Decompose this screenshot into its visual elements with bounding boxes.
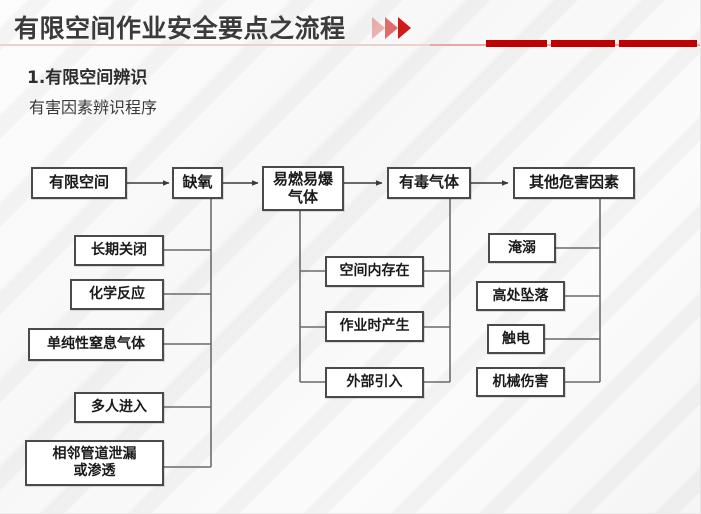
node-chemical-reaction[interactable]: 化学反应 bbox=[70, 279, 164, 310]
header-accent-bar-3 bbox=[619, 40, 697, 47]
node-multiple-people-entry[interactable]: 多人进入 bbox=[74, 392, 164, 423]
node-toxic-gas[interactable]: 有毒气体 bbox=[387, 167, 471, 199]
node-generated-during-work[interactable]: 作业时产生 bbox=[325, 311, 424, 342]
node-external-introduction[interactable]: 外部引入 bbox=[325, 367, 424, 398]
triple-chevron-right-icon bbox=[372, 17, 424, 39]
header-divider-soft bbox=[0, 44, 430, 46]
header-accent-bar-2 bbox=[551, 40, 615, 47]
node-other-hazard-factors[interactable]: 其他危害因素 bbox=[513, 167, 635, 199]
page-title: 有限空间作业安全要点之流程 bbox=[14, 14, 346, 43]
chevron-right-icon-1 bbox=[372, 17, 385, 39]
node-mechanical-injury[interactable]: 机械伤害 bbox=[476, 367, 565, 397]
node-simple-asphyxiant-gas[interactable]: 单纯性窒息气体 bbox=[28, 328, 164, 361]
node-confined-space[interactable]: 有限空间 bbox=[31, 167, 127, 199]
node-adjacent-pipe-leak[interactable]: 相邻管道泄漏 或渗透 bbox=[25, 440, 164, 486]
node-long-term-closure[interactable]: 长期关闭 bbox=[74, 235, 164, 266]
chevron-right-icon-2 bbox=[385, 17, 398, 39]
node-fall-from-height[interactable]: 高处坠落 bbox=[476, 281, 565, 311]
node-existing-in-space[interactable]: 空间内存在 bbox=[325, 256, 424, 287]
section-heading: 1.有限空间辨识 bbox=[27, 68, 148, 88]
section-subheading: 有害因素辨识程序 bbox=[29, 98, 158, 117]
node-electric-shock[interactable]: 触电 bbox=[487, 324, 545, 354]
node-oxygen-deficiency[interactable]: 缺氧 bbox=[172, 167, 223, 199]
node-flammable-explosive-gas[interactable]: 易燃易爆 气体 bbox=[262, 166, 344, 211]
chevron-right-icon-3 bbox=[398, 17, 411, 39]
slide-header: 有限空间作业安全要点之流程 bbox=[0, 0, 700, 48]
header-accent-bar-1 bbox=[486, 40, 547, 47]
node-drowning[interactable]: 淹溺 bbox=[488, 233, 556, 263]
